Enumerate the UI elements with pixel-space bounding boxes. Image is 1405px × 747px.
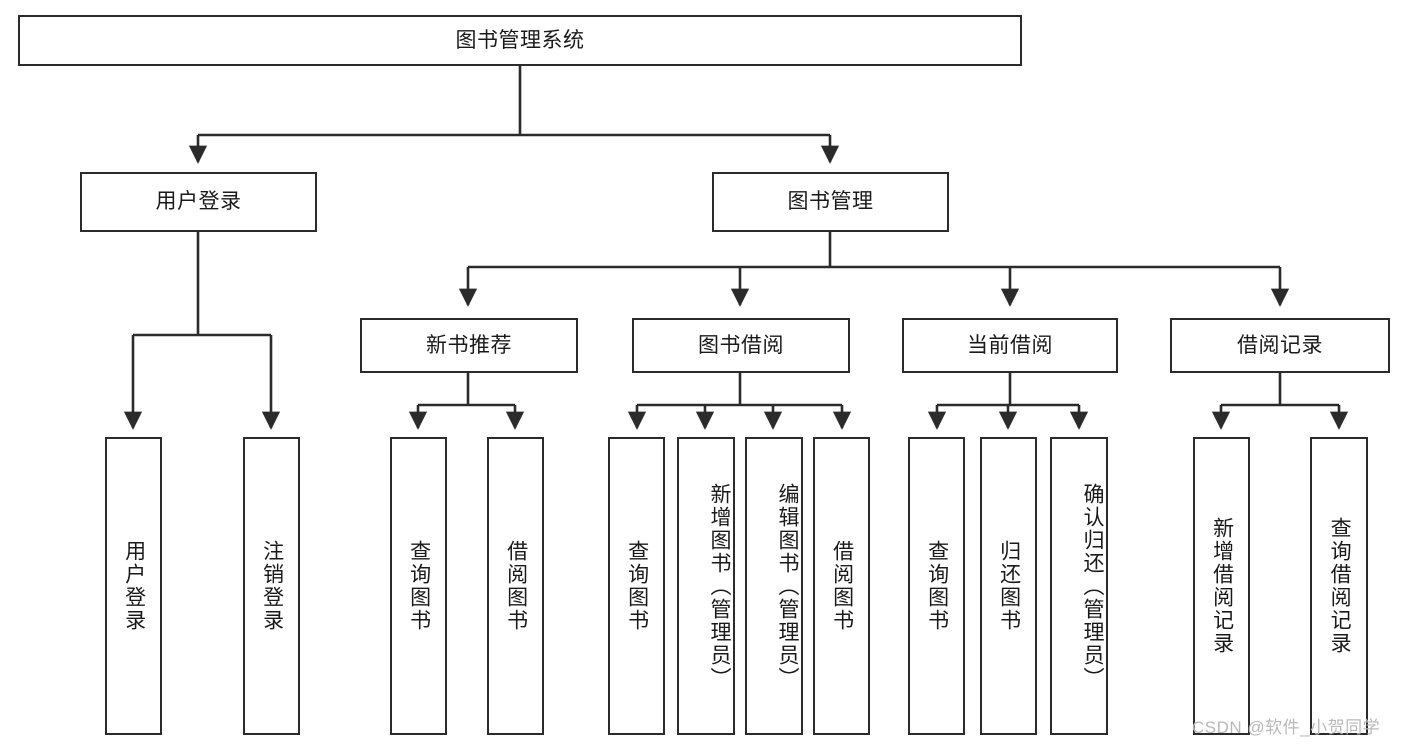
node-label: 查询图书 — [407, 540, 431, 632]
leaf-borrow-book-recommend[interactable]: 借阅图书 — [487, 437, 544, 735]
node-label: 新增图书（管理员） — [708, 482, 731, 690]
node-root-system[interactable]: 图书管理系统 — [18, 15, 1022, 66]
node-label: 确认归还（管理员） — [1081, 482, 1104, 690]
leaf-add-book-admin[interactable]: 新增图书（管理员） — [677, 437, 735, 735]
node-label: 注销登录 — [260, 540, 284, 632]
node-label: 查询借阅记录 — [1328, 517, 1352, 655]
leaf-edit-book-admin[interactable]: 编辑图书（管理员） — [745, 437, 803, 735]
node-label: 新增借阅记录 — [1210, 517, 1234, 655]
node-label: 编辑图书（管理员） — [776, 482, 799, 690]
node-book-management[interactable]: 图书管理 — [712, 172, 949, 232]
leaf-user-login[interactable]: 用户登录 — [105, 437, 162, 735]
node-label: 借阅图书 — [504, 540, 528, 632]
leaf-borrow-book[interactable]: 借阅图书 — [813, 437, 870, 735]
leaf-return-book[interactable]: 归还图书 — [980, 437, 1037, 735]
node-label: 图书管理系统 — [455, 28, 585, 52]
node-label: 新书推荐 — [426, 333, 512, 357]
node-borrow-record[interactable]: 借阅记录 — [1170, 318, 1390, 373]
node-book-borrow[interactable]: 图书借阅 — [632, 318, 850, 373]
leaf-confirm-return-admin[interactable]: 确认归还（管理员） — [1050, 437, 1108, 735]
leaf-query-book-current[interactable]: 查询图书 — [908, 437, 965, 735]
node-label: 图书借阅 — [698, 333, 784, 357]
leaf-query-book-borrow[interactable]: 查询图书 — [608, 437, 665, 735]
leaf-query-borrow-record[interactable]: 查询借阅记录 — [1310, 437, 1368, 735]
leaf-logout-login[interactable]: 注销登录 — [243, 437, 300, 735]
node-label: 查询图书 — [925, 540, 949, 632]
node-label: 用户登录 — [122, 540, 146, 632]
node-label: 图书管理 — [787, 190, 874, 214]
node-new-book-recommend[interactable]: 新书推荐 — [360, 318, 578, 373]
csdn-watermark: CSDN @软件_小贺同学 — [1192, 718, 1381, 737]
node-label: 查询图书 — [625, 540, 649, 632]
node-current-borrow[interactable]: 当前借阅 — [902, 318, 1118, 373]
leaf-add-borrow-record[interactable]: 新增借阅记录 — [1193, 437, 1250, 735]
node-label: 用户登录 — [155, 190, 242, 214]
node-user-login[interactable]: 用户登录 — [80, 172, 317, 232]
leaf-query-book-recommend[interactable]: 查询图书 — [390, 437, 447, 735]
node-label: 借阅图书 — [830, 540, 854, 632]
node-label: 借阅记录 — [1237, 333, 1323, 357]
node-label: 归还图书 — [997, 540, 1021, 632]
node-label: 当前借阅 — [967, 333, 1053, 357]
